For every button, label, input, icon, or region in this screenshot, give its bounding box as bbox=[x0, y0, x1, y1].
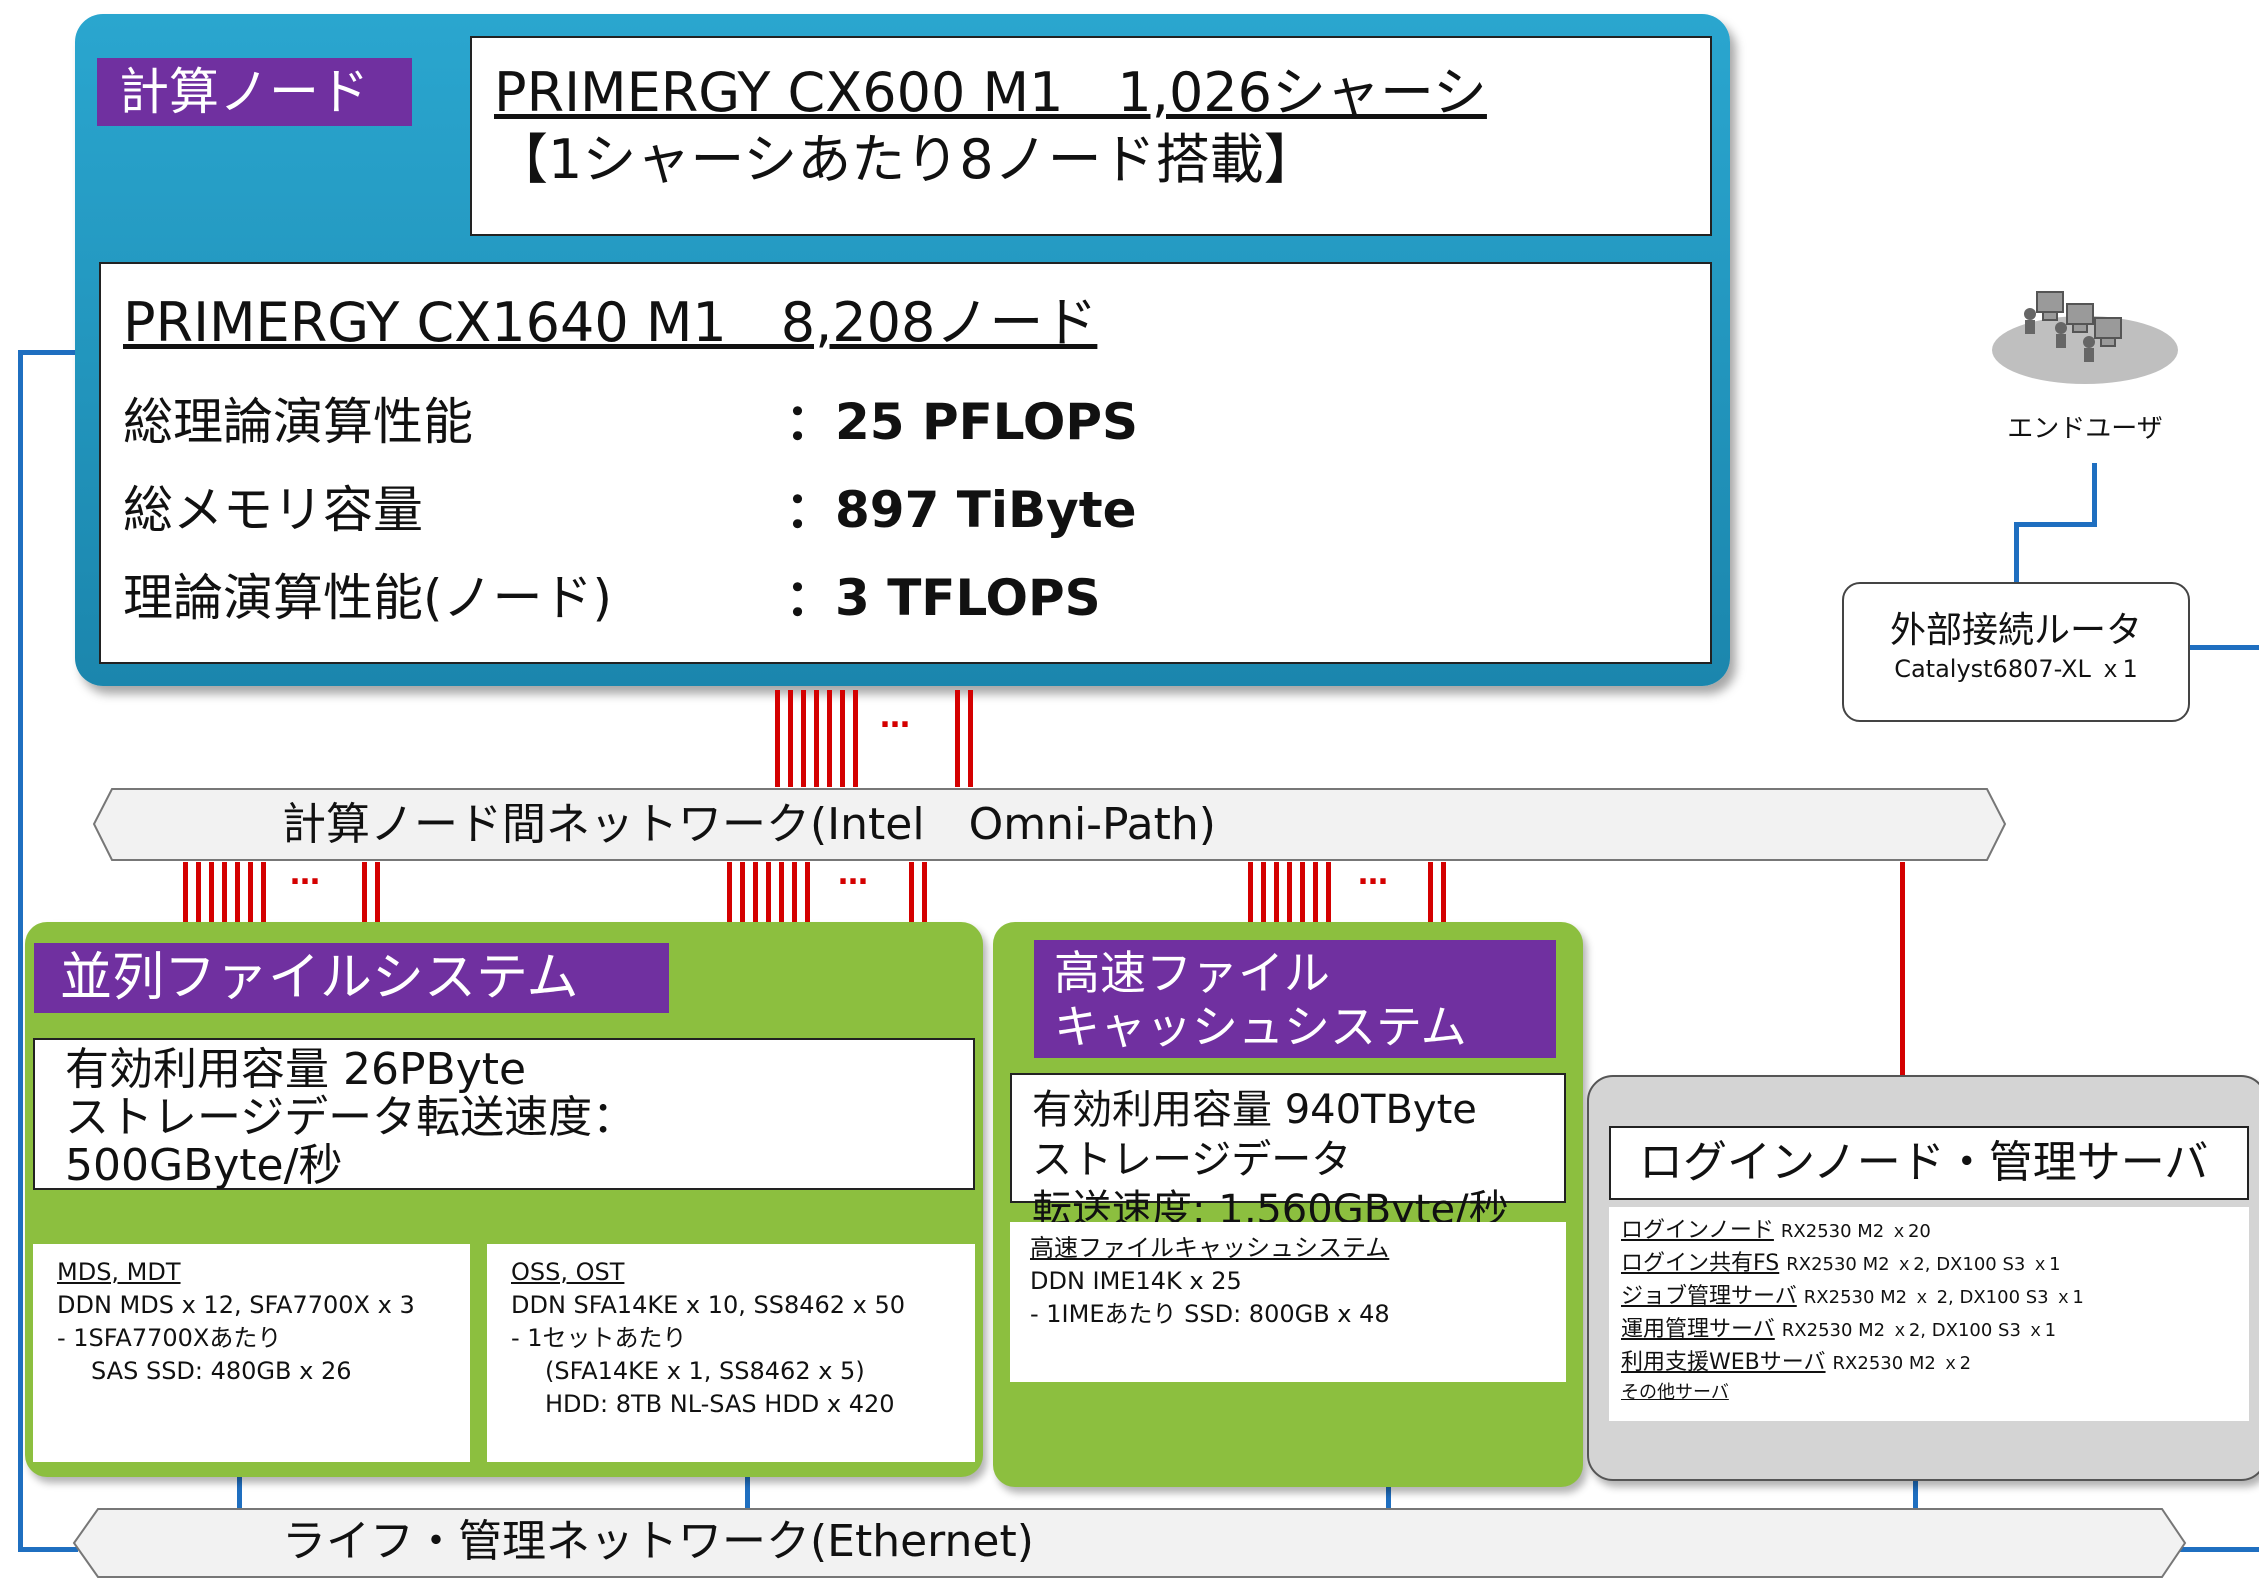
enduser-blue-v bbox=[2092, 463, 2097, 527]
router-blue-v bbox=[2014, 522, 2019, 584]
mgmt-bar-shape bbox=[72, 1508, 2187, 1578]
cache-blue-link bbox=[1386, 1480, 1391, 1510]
spec-label: 総メモリ容量 bbox=[123, 481, 423, 539]
spec-value: ：25 PFLOPS bbox=[785, 393, 1139, 451]
pfs-title: 並列ファイルシステム bbox=[34, 943, 669, 1013]
left-blue-link bbox=[18, 350, 23, 1552]
login-item-name: 運用管理サーバ bbox=[1621, 1317, 1775, 1342]
cache-detail-title: 高速ファイルキャッシュシステム bbox=[1030, 1234, 1390, 1262]
login-blue-link bbox=[1913, 1474, 1918, 1510]
login-list-item: ログインノード RX2530 M2 ｘ20 bbox=[1621, 1215, 2249, 1248]
chassis-line-1: PRIMERGY CX600 M1 1,026シャーシ bbox=[494, 61, 1487, 124]
cache-detail-box: 高速ファイルキャッシュシステム DDN IME14K x 25 - 1IMEあた… bbox=[1010, 1222, 1566, 1382]
oss-title: OSS, OST bbox=[511, 1258, 625, 1286]
left-blue-stub-top bbox=[18, 350, 78, 355]
pfs-blue-link-1 bbox=[237, 1470, 242, 1510]
mds-title: MDS, MDT bbox=[57, 1258, 181, 1286]
cache-detail-1: DDN IME14K x 25 bbox=[1030, 1267, 1242, 1295]
parallel-fs-panel: 並列ファイルシステム 有効利用容量 26PByte ストレージデータ転送速度： … bbox=[25, 922, 983, 1477]
login-item-spec: RX2530 M2 ｘ2, DX100 S3 ｘ1 bbox=[1781, 1320, 2057, 1341]
spec-row: 総理論演算性能 ：25 PFLOPS bbox=[123, 378, 1710, 466]
pfs-capacity: 有効利用容量 26PByte bbox=[65, 1044, 527, 1095]
login-item-spec: RX2530 M2 ｘ20 bbox=[1780, 1221, 1931, 1242]
login-item-name: その他サーバ bbox=[1621, 1382, 1729, 1403]
chassis-line-2: 【1シャーシあたり8ノード搭載】 bbox=[494, 128, 1318, 191]
pfs-summary-box: 有効利用容量 26PByte ストレージデータ転送速度： 500GByte/秒 bbox=[33, 1038, 975, 1190]
router-name: 外部接続ルータ bbox=[1889, 610, 2142, 651]
cache-detail-2: - 1IMEあたり SSD: 800GB x 48 bbox=[1030, 1300, 1390, 1328]
router-blue-link-right bbox=[2190, 645, 2259, 650]
cache-capacity: 有効利用容量 940TByte bbox=[1032, 1087, 1477, 1133]
login-item-name: ログインノード bbox=[1621, 1218, 1774, 1243]
node-title: PRIMERGY CX1640 M1 8,208ノード bbox=[123, 291, 1098, 354]
cache-system-panel: 高速ファイル キャッシュシステム 有効利用容量 940TByte ストレージデー… bbox=[993, 922, 1583, 1487]
login-item-spec: RX2530 M2 ｘ2, DX100 S3 ｘ1 bbox=[1786, 1254, 2061, 1275]
mds-box: MDS, MDT DDN MDS x 12, SFA7700X x 3 - 1S… bbox=[33, 1244, 470, 1462]
pfs-links-ellipsis-1: … bbox=[290, 857, 322, 892]
spec-row: 理論演算性能(ノード) ：3 TFLOPS bbox=[123, 554, 1710, 642]
interconnect-bar-shape bbox=[92, 788, 2007, 861]
spec-label: 総理論演算性能 bbox=[123, 393, 473, 451]
interconnect-label: 計算ノード間ネットワーク(Intel Omni-Path) bbox=[282, 799, 1216, 850]
chassis-box: PRIMERGY CX600 M1 1,026シャーシ 【1シャーシあたり8ノー… bbox=[470, 36, 1712, 236]
login-list-item: 運用管理サーバ RX2530 M2 ｘ2, DX100 S3 ｘ1 bbox=[1621, 1314, 2249, 1347]
login-list-item: ジョブ管理サーバ RX2530 M2 ｘ 2, DX100 S3 ｘ1 bbox=[1621, 1281, 2249, 1314]
pfs-links-ellipsis-2: … bbox=[838, 857, 870, 892]
login-list-box: ログインノード RX2530 M2 ｘ20 ログイン共有FS RX2530 M2… bbox=[1609, 1207, 2249, 1421]
mds-line-3: SAS SSD: 480GB x 26 bbox=[91, 1357, 352, 1385]
cache-speed-1: ストレージデータ bbox=[1032, 1137, 1352, 1183]
spec-row: 総メモリ容量 ：897 TiByte bbox=[123, 466, 1710, 554]
mds-line-2: - 1SFA7700Xあたり bbox=[57, 1324, 282, 1352]
right-blue-link-bottom bbox=[2180, 1547, 2259, 1552]
pfs-blue-link-2 bbox=[745, 1470, 750, 1510]
login-item-name: 利用支援WEBサーバ bbox=[1621, 1350, 1826, 1375]
enduser-label: エンドユーザ bbox=[2007, 414, 2163, 444]
left-blue-stub-bottom bbox=[18, 1547, 78, 1552]
oss-line-1: DDN SFA14KE x 10, SS8462 x 50 bbox=[511, 1291, 906, 1319]
compute-node-panel: 計算ノード PRIMERGY CX600 M1 1,026シャーシ 【1シャーシ… bbox=[75, 14, 1730, 686]
login-mgmt-panel: ログインノード・管理サーバ ログインノード RX2530 M2 ｘ20 ログイン… bbox=[1587, 1075, 2259, 1481]
router-model: Catalyst6807-XL ｘ1 bbox=[1894, 655, 2138, 683]
spec-label: 理論演算性能(ノード) bbox=[123, 569, 613, 627]
pfs-speed-value: 500GByte/秒 bbox=[65, 1140, 343, 1191]
node-spec-box: PRIMERGY CX1640 M1 8,208ノード 総理論演算性能 ：25 … bbox=[99, 262, 1712, 664]
oss-line-4: HDD: 8TB NL-SAS HDD x 420 bbox=[545, 1390, 895, 1418]
cache-title-line-1: 高速ファイル bbox=[1054, 946, 1330, 1000]
spec-value: ：3 TFLOPS bbox=[785, 569, 1101, 627]
login-list-item: その他サーバ bbox=[1621, 1380, 2249, 1406]
oss-line-3: (SFA14KE x 1, SS8462 x 5) bbox=[545, 1357, 865, 1385]
compute-links-ellipsis: … bbox=[880, 700, 912, 735]
cache-title-line-2: キャッシュシステム bbox=[1054, 1000, 1467, 1054]
oss-line-2: - 1セットあたり bbox=[511, 1324, 687, 1352]
login-item-name: ログイン共有FS bbox=[1621, 1251, 1780, 1276]
oss-box: OSS, OST DDN SFA14KE x 10, SS8462 x 50 -… bbox=[487, 1244, 975, 1462]
users-icon bbox=[1992, 291, 2178, 384]
interconnect-network-bar: 計算ノード間ネットワーク(Intel Omni-Path) bbox=[92, 788, 2007, 861]
pfs-speed-label: ストレージデータ転送速度： bbox=[65, 1092, 637, 1143]
mgmt-network-bar: ライフ・管理ネットワーク(Ethernet) bbox=[72, 1508, 2187, 1578]
enduser-blue-h bbox=[2014, 522, 2097, 527]
cache-summary-box: 有効利用容量 940TByte ストレージデータ 転送速度: 1,560GByt… bbox=[1010, 1073, 1566, 1233]
login-item-spec: RX2530 M2 ｘ2 bbox=[1832, 1353, 1972, 1374]
cache-links-ellipsis: … bbox=[1358, 857, 1390, 892]
mgmt-network-label: ライフ・管理ネットワーク(Ethernet) bbox=[282, 1516, 1034, 1567]
login-red-link bbox=[1900, 862, 1905, 1077]
compute-badge: 計算ノード bbox=[97, 58, 412, 126]
login-item-spec: RX2530 M2 ｘ 2, DX100 S3 ｘ1 bbox=[1803, 1287, 2084, 1308]
login-title-box: ログインノード・管理サーバ bbox=[1609, 1126, 2249, 1200]
login-list-item: ログイン共有FS RX2530 M2 ｘ2, DX100 S3 ｘ1 bbox=[1621, 1248, 2249, 1281]
spec-value: ：897 TiByte bbox=[785, 481, 1137, 539]
login-list-item: 利用支援WEBサーバ RX2530 M2 ｘ2 bbox=[1621, 1347, 2249, 1380]
external-router-box: 外部接続ルータ Catalyst6807-XL ｘ1 bbox=[1842, 582, 2190, 722]
enduser-group: エンドユーザ bbox=[1975, 280, 2195, 460]
mds-line-1: DDN MDS x 12, SFA7700X x 3 bbox=[57, 1291, 415, 1319]
cache-title: 高速ファイル キャッシュシステム bbox=[1034, 940, 1556, 1058]
login-item-name: ジョブ管理サーバ bbox=[1621, 1284, 1797, 1309]
